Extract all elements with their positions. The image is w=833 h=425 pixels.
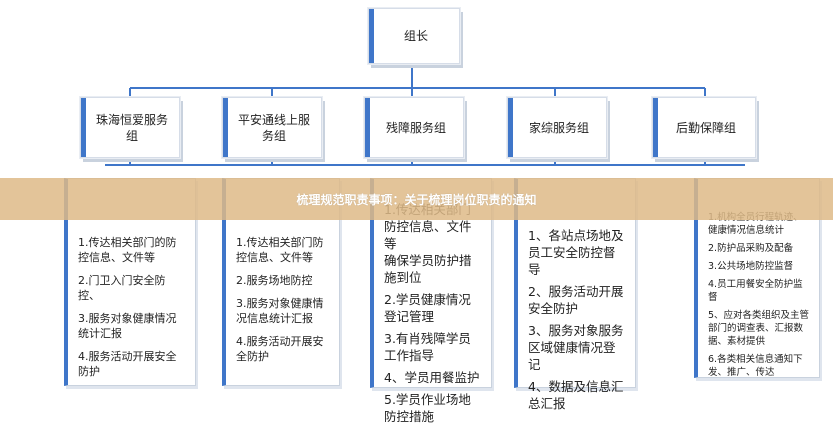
notice-banner: 梳理规范职责事项：关于梳理岗位职责的通知	[0, 178, 833, 220]
group-node-3: 残障服务组	[364, 97, 464, 158]
list-item: 5、应对各类组织及主管部门的调查表、汇报数据、素材提供	[708, 310, 810, 347]
accent-bar	[365, 98, 370, 157]
list-item: 1.传达相关部门防控信息、文件等	[236, 236, 324, 264]
root-label: 组长	[403, 29, 428, 43]
list-item: 4.服务活动开展安全防护	[236, 335, 324, 363]
accent-bar	[508, 98, 513, 157]
root-node: 组长	[368, 8, 460, 64]
accent-bar	[81, 98, 86, 157]
list-item: 1、各站点场地及员工安全防控督导	[528, 228, 624, 277]
connector-lines	[105, 62, 745, 166]
group-node-1: 珠海恒爱服务组	[80, 97, 180, 158]
list-item: 2、服务活动开展安全防护	[528, 284, 624, 316]
group-label: 残障服务组	[385, 120, 446, 135]
list-item: 4.服务活动开展安全防护	[78, 350, 177, 378]
list-item: 2.防护品采购及配备	[708, 243, 794, 254]
banner-text: 梳理规范职责事项：关于梳理岗位职责的通知	[296, 192, 537, 207]
group-node-5: 后勤保障组	[652, 97, 756, 158]
group-label: 珠海恒爱服务组	[95, 112, 168, 143]
accent-bar	[223, 98, 228, 157]
list-item: 确保学员防护措施到位	[384, 253, 472, 285]
list-item: 3.服务对象健康情况信息统计汇报	[236, 297, 324, 325]
group-node-4: 家综服务组	[507, 97, 607, 158]
list-item: 5.学员作业场地防控措施	[384, 392, 471, 424]
list-item: 3.公共场地防控监督	[708, 261, 794, 272]
list-item: 4.员工用餐安全防护监督	[708, 279, 803, 303]
list-item: 2.服务场地防控	[236, 274, 313, 287]
list-item: 2.门卫入门安全防控、	[78, 274, 166, 302]
accent-bar	[653, 98, 658, 157]
list-item: 2.学员健康情况登记管理	[384, 292, 471, 324]
list-item: 3.有肖残障学员工作指导	[384, 331, 471, 363]
list-item: 4、学员用餐监护	[384, 370, 480, 385]
group-label: 后勤保障组	[675, 120, 736, 135]
accent-bar	[369, 9, 374, 63]
group-label: 家综服务组	[528, 120, 589, 135]
list-item: 3、服务对象服务区域健康情况登记	[528, 323, 624, 372]
group-label: 平安通线上服务组	[237, 112, 310, 143]
list-item: 6.各类相关信息通知下发、推广、传达	[708, 354, 803, 378]
group-node-2: 平安通线上服务组	[222, 97, 322, 158]
org-chart: 组长 珠海恒爱服务组 平安通线上服务组 残障服务组 家综服务组 后勤保障组 1.…	[0, 8, 833, 424]
list-item: 1.传达相关部门的防控信息、文件等	[78, 236, 177, 264]
list-item: 3.服务对象健康情况统计汇报	[78, 312, 177, 340]
list-item: 4、数据及信息汇总汇报	[528, 379, 624, 411]
